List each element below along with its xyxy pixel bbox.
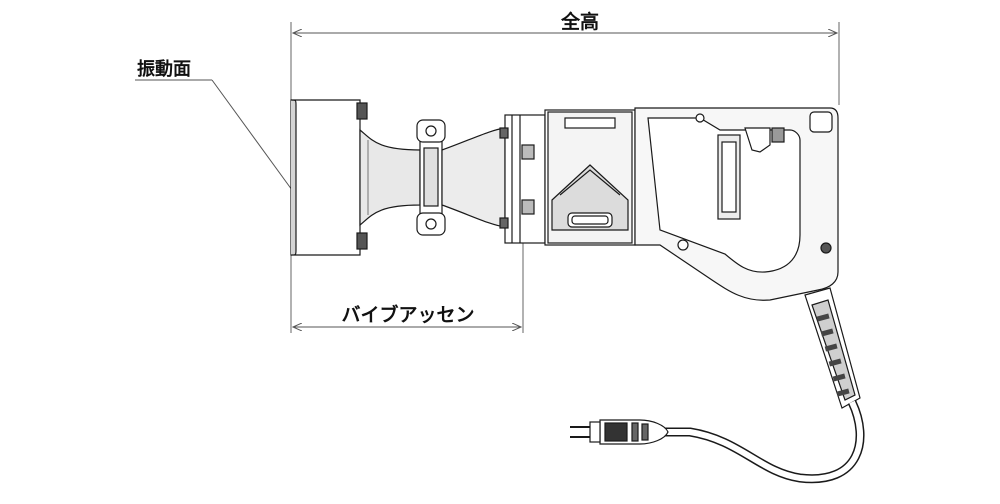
- screw-mid: [677, 239, 689, 251]
- trigger: [744, 127, 771, 153]
- strain-relief-ribs: [816, 313, 850, 397]
- power-cord: [660, 400, 865, 484]
- motor-top-slot: [564, 117, 616, 129]
- clamp: [416, 119, 506, 236]
- leader-line: [211, 79, 293, 191]
- plug-grip: [604, 422, 628, 442]
- total-height-label: 全高: [560, 10, 599, 33]
- plug-base: [589, 421, 601, 443]
- clamp-transition: [441, 127, 506, 228]
- clamp-inner: [423, 147, 439, 207]
- cord-inner: [660, 400, 864, 482]
- screw-bottom: [820, 242, 832, 254]
- cord-outer: [660, 400, 865, 484]
- flange-plate: [504, 114, 546, 244]
- screw-top: [695, 113, 705, 123]
- plate-bolt-bottom: [356, 232, 368, 250]
- total-height-dimension: 全高: [290, 10, 840, 105]
- vibrator-head: [290, 99, 421, 256]
- vibration-surface-callout: 振動面: [135, 58, 293, 191]
- handle-cap: [809, 111, 833, 133]
- plate-bolt-top: [356, 102, 368, 120]
- vibration-surface-label: 振動面: [137, 58, 191, 80]
- flange-bolt-2: [499, 217, 509, 229]
- motor-housing: [547, 111, 633, 244]
- vibration-plate-face: [290, 99, 297, 256]
- handle-body: [634, 107, 839, 301]
- vibration-plate: [290, 99, 361, 256]
- power-plug: [570, 419, 669, 445]
- cord-strain-relief: [804, 287, 861, 409]
- flange-bolt-1: [499, 127, 509, 139]
- head-neck: [359, 128, 421, 227]
- vibe-assembly-label: バイブアッセン: [341, 303, 474, 326]
- switch-button: [771, 127, 785, 143]
- flange-nut-1: [521, 144, 535, 160]
- flange-nut-2: [521, 199, 535, 215]
- clamp-hole-top: [425, 125, 437, 137]
- clamp-hole-bottom: [425, 218, 437, 230]
